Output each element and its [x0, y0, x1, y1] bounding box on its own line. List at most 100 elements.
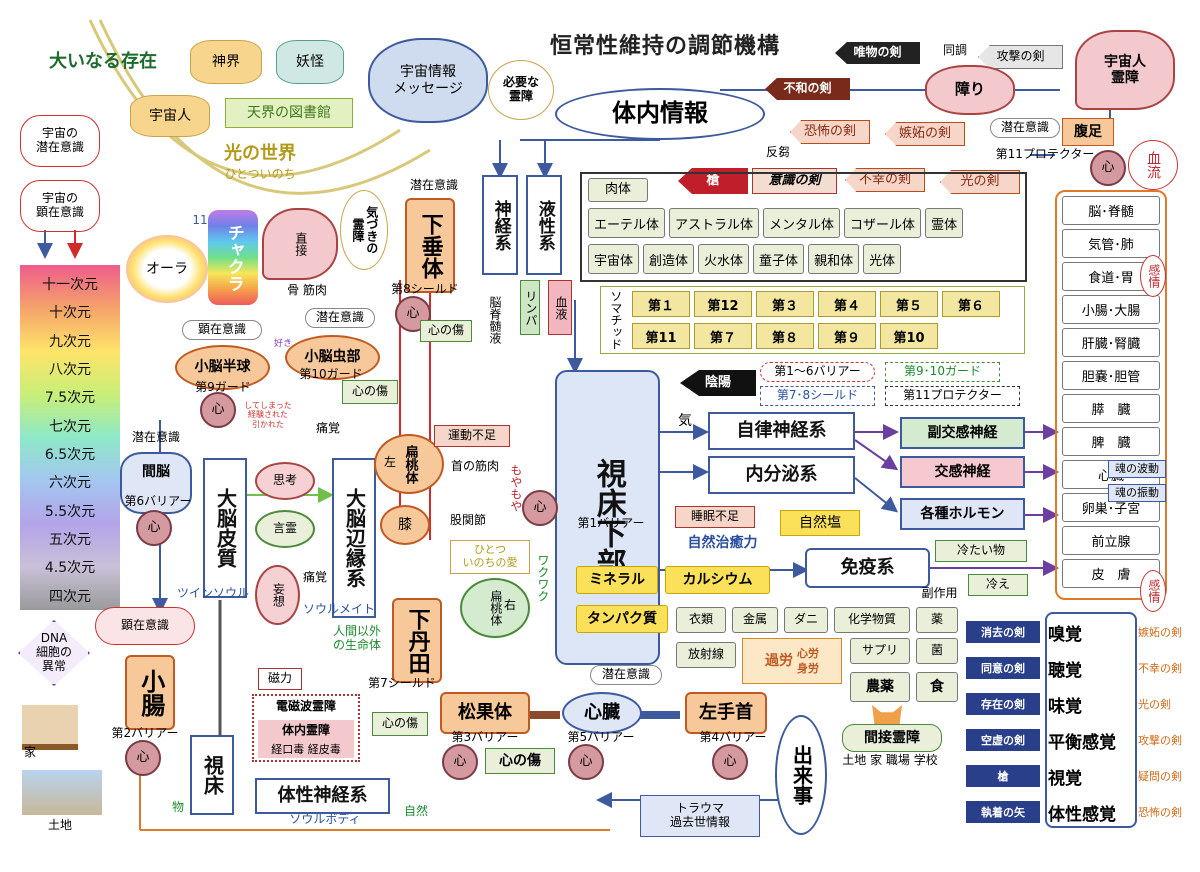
body-item: 光体 — [863, 244, 902, 274]
migi: 右 — [503, 598, 516, 613]
uchujin-reisho: 宇宙人 霊障 — [1075, 30, 1175, 110]
chakra-11: 11 — [192, 213, 208, 228]
tainai-info: 体内情報 — [555, 88, 765, 140]
daino-henen: 大脳辺縁系 — [332, 458, 376, 618]
tsumetai: 冷たい物 — [935, 540, 1027, 562]
uchujin: 宇宙人 — [130, 95, 210, 137]
hie: 冷え — [968, 574, 1028, 596]
hentou-right: 扁桃体 — [460, 578, 530, 638]
organ-item: 脳･脊髄 — [1062, 196, 1160, 225]
kenzai-top: 顕在意識 — [182, 320, 262, 340]
organs-panel — [1055, 190, 1167, 600]
dimension-item: 六次元 — [49, 475, 91, 492]
jiritsu-shinkei: 自律神経系 — [708, 412, 855, 450]
shinro-label: 心労身労 — [797, 646, 819, 677]
sawari: 障り — [925, 65, 1015, 115]
shokatai: 松果体 — [440, 692, 530, 734]
uchu-senzai: 宇宙の 潜在意識 — [20, 115, 100, 167]
shinro: 心労 — [797, 646, 819, 660]
body-item: コザール体 — [844, 208, 922, 238]
body-nikutai: 肉体 — [588, 178, 648, 202]
sense-sword: 槍 — [966, 765, 1040, 787]
dimension-item: 七次元 — [49, 418, 91, 435]
kanjo-2: 感情 — [1140, 570, 1166, 612]
senzai-kanno: 潜在意識 — [131, 430, 180, 445]
dimension-item: 十次元 — [49, 305, 91, 322]
kanjo-1: 感情 — [1140, 255, 1166, 297]
senses-list: 消去の剣嗅覚嫉妬の剣同意の剣聴覚不幸の剣存在の剣味覚光の剣空虚の剣平衡感覚攻撃の… — [966, 617, 1200, 827]
sword-shitto: 嫉妬の剣 — [885, 122, 965, 146]
shiko: 思考 — [255, 462, 315, 500]
organ-item: 皮 膚 — [1062, 559, 1160, 588]
hidari-tekubi: 左手首 — [685, 692, 767, 734]
sword-fuwa: 不和の剣 — [765, 78, 850, 100]
kokoro-kizu-3: 心の傷 — [485, 748, 555, 774]
shono-chubu: 小脳虫部 — [285, 335, 380, 380]
tamashii-hado: 魂の波動 — [1108, 460, 1166, 478]
undo-fusoku: 運動不足 — [434, 425, 510, 447]
shield-8: 第8シールド — [391, 282, 459, 297]
somatic-item: 第７ — [694, 323, 752, 349]
hanpatsu: 反芻 — [765, 145, 790, 160]
kubi-kinniku: 首の筋肉 — [450, 459, 499, 474]
heart-shokatai: 心 — [442, 744, 478, 780]
land-label: 土地 — [47, 818, 72, 833]
somatic-panel — [600, 286, 1025, 354]
great-being: 大いなる存在 — [49, 50, 157, 72]
reisho-panel — [252, 694, 360, 762]
dimension-item: 4.5次元 — [44, 560, 96, 577]
page-title: 恒常性維持の調節機構 — [549, 34, 780, 60]
heart-tekubi: 心 — [712, 744, 748, 780]
sense-label: 体性感覚 — [1048, 804, 1116, 825]
kanno: 間脳 — [120, 452, 192, 514]
heart-kanno: 心 — [136, 510, 172, 546]
jiryoku: 磁力 — [258, 668, 302, 690]
organ-item: 胆嚢･胆管 — [1062, 361, 1160, 390]
barrier-3: 第3バリアー — [451, 730, 519, 745]
somatic-item: 第１ — [632, 291, 690, 317]
sense-label: 視覚 — [1048, 768, 1082, 789]
shield-7-8: 第7･8シールド — [760, 386, 875, 406]
somatic-item: 第11 — [632, 323, 690, 349]
bodies-list: エーテル体アストラル体メンタル体コザール体霊体宇宙体創造体火水体童子体親和体光体 — [588, 208, 1018, 276]
hentou-left: 扁桃体 — [374, 434, 444, 494]
heart-shono: 心 — [200, 392, 236, 428]
hosha: 放射線 — [676, 642, 736, 668]
kenzai-ishiki: 顕在意識 — [95, 607, 195, 645]
shinzo: 心臓 — [562, 692, 642, 734]
tsukaku-2: 痛覚 — [302, 570, 327, 585]
senzai-shono: 潜在意識 — [305, 308, 375, 328]
protector-11: 第11プロテクター — [995, 147, 1095, 162]
senzai-shinzo: 潜在意識 — [590, 665, 662, 685]
dimension-item: 九次元 — [49, 333, 91, 350]
suki-label: 好き — [273, 338, 292, 349]
barrier-4: 第4バリアー — [699, 730, 767, 745]
house-label: 家 — [23, 745, 36, 760]
body-item: 霊体 — [925, 208, 964, 238]
keiko-doku: 経口毒 経皮毒 — [258, 742, 354, 758]
barrier-5: 第5バリアー — [567, 730, 635, 745]
senzai-top: 潜在意識 — [990, 118, 1060, 138]
fuku-kokan: 副交感神経 — [900, 417, 1025, 449]
kokoro-kizu-7: 心の傷 — [372, 712, 428, 736]
dimension-item: 五次元 — [49, 532, 91, 549]
shinro2: 身労 — [797, 662, 819, 675]
hitotsu-inochi: ひとついのち — [224, 167, 296, 182]
body-item: 親和体 — [808, 244, 860, 274]
kin: 菌 — [916, 638, 958, 664]
library: 天界の図書館 — [225, 98, 353, 128]
kansetsu-reisho: 間接霊障 — [842, 724, 942, 752]
dna-abnormal: DNA 細胞の 異常 — [18, 620, 90, 686]
sword-yuibutsu: 唯物の剣 — [835, 42, 920, 64]
hitsuyo-reisho: 必要な 霊障 — [488, 60, 554, 120]
sense-label: 聴覚 — [1048, 660, 1082, 681]
ki-label: 気 — [678, 412, 692, 429]
hone-kinniku: 骨 筋肉 — [287, 283, 327, 298]
suimin-fusoku: 睡眠不足 — [675, 506, 755, 528]
body-item: 創造体 — [643, 244, 695, 274]
shinkai: 神界 — [190, 40, 262, 84]
fukusoku: 腹足 — [1062, 118, 1114, 146]
heart-top: 心 — [1090, 150, 1126, 186]
